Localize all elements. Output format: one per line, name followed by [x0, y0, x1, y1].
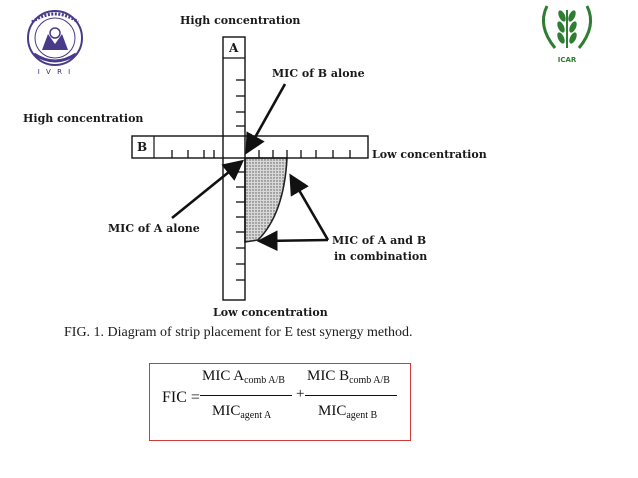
strip-a-ticks	[236, 79, 245, 281]
fic-plus: +	[296, 386, 305, 402]
fic-lhs: FIC =	[162, 389, 200, 406]
arrow-combo-left	[256, 230, 329, 252]
fic-numerator-a: MIC Acomb A/B	[202, 368, 285, 386]
arrow-mic-b-alone	[245, 83, 287, 155]
icar-caption: ICAR	[557, 56, 577, 64]
ivri-emblem-icon	[27, 10, 83, 66]
fic-denominator-b-main: MIC	[318, 403, 347, 419]
low-concentration-a-label: Low concentration	[213, 306, 328, 319]
mic-a-alone-label: MIC of A alone	[108, 222, 200, 235]
fic-fraction-line-a	[200, 395, 292, 396]
strip-b-label: B	[137, 140, 148, 154]
mic-b-alone-label: MIC of B alone	[272, 67, 365, 80]
figure-caption: FIG. 1. Diagram of strip placement for E…	[64, 325, 413, 340]
strip-b-ticks	[171, 150, 351, 158]
fic-formula-box	[149, 363, 411, 441]
fic-fraction-line-b	[305, 395, 397, 396]
arrow-mic-a-alone	[171, 159, 245, 220]
high-concentration-a-label: High concentration	[180, 14, 301, 27]
fic-numerator-b-main: MIC B	[307, 368, 350, 384]
fic-denominator-a-sub: agent A	[240, 410, 272, 421]
ivri-caption: I V R I	[37, 68, 73, 76]
low-concentration-b-label: Low concentration	[372, 148, 487, 161]
mic-combination-label-line2: in combination	[334, 250, 428, 263]
mic-combination-label-line1: MIC of A and B	[332, 234, 427, 247]
high-concentration-b-label: High concentration	[23, 112, 144, 125]
fic-numerator-a-sub: comb A/B	[244, 375, 285, 386]
fic-denominator-a: MICagent A	[212, 403, 271, 421]
synergy-region	[244, 157, 288, 243]
icar-logo: ICAR	[535, 2, 599, 76]
arrow-combo-up	[289, 173, 330, 241]
wheat-icon	[541, 5, 593, 49]
fic-numerator-b-sub: comb A/B	[349, 375, 390, 386]
fic-numerator-b: MIC Bcomb A/B	[307, 368, 390, 386]
ivri-logo: I V R I	[20, 8, 90, 80]
fic-denominator-b: MICagent B	[318, 403, 377, 421]
fic-numerator-a-main: MIC A	[202, 368, 245, 384]
fic-denominator-b-sub: agent B	[346, 410, 378, 421]
fic-denominator-a-main: MIC	[212, 403, 241, 419]
strip-a-label: A	[229, 41, 239, 55]
